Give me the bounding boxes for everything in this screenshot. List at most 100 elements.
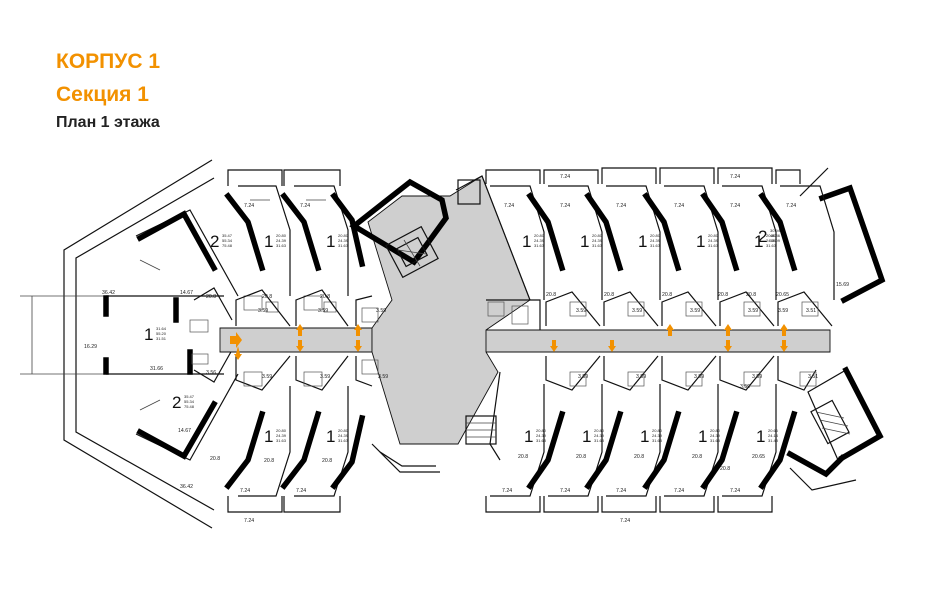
dimension-label: 7.24 bbox=[502, 488, 512, 494]
unit-label: 1 20.80 24.39 31.63 bbox=[580, 232, 603, 251]
unit-area: 20.80 bbox=[534, 233, 545, 238]
unit-label: 1 20.80 24.39 31.63 bbox=[326, 232, 349, 251]
dimension-label: 7.24 bbox=[730, 203, 740, 209]
unit-area: 24.39 bbox=[534, 238, 545, 243]
dimension-label: 3.59 bbox=[636, 374, 646, 380]
unit-rooms: 1 bbox=[524, 427, 533, 446]
dimension-label: 7.24 bbox=[620, 518, 630, 524]
unit-area: 24.39 bbox=[710, 433, 721, 438]
unit-area: 24.39 bbox=[650, 238, 661, 243]
dimension-label: 20.8 bbox=[518, 454, 528, 460]
dimension-label: 3.59 bbox=[576, 308, 586, 314]
unit-label: 1 20.80 24.39 31.63 bbox=[264, 427, 287, 446]
entry-arrows bbox=[230, 324, 788, 360]
dimension-label: 7.24 bbox=[244, 203, 254, 209]
dimension-label: 7.24 bbox=[616, 203, 626, 209]
unit-area: 24.39 bbox=[594, 433, 605, 438]
upper-units-left bbox=[224, 169, 379, 327]
unit-area: 31.63 bbox=[650, 243, 661, 248]
lower-units-left bbox=[224, 355, 379, 513]
unit-rooms: 2 bbox=[758, 227, 767, 246]
dimension-label: 20.8 bbox=[662, 292, 672, 298]
dimension-label: 20.8 bbox=[576, 454, 586, 460]
unit-rooms: 1 bbox=[264, 427, 273, 446]
unit-area: 20.80 bbox=[650, 233, 661, 238]
unit-rooms: 2 bbox=[172, 393, 181, 412]
dimension-label: 3.59 bbox=[578, 374, 588, 380]
dimension-label: 14.67 bbox=[180, 290, 193, 296]
unit-area: 20.80 bbox=[536, 428, 547, 433]
dimension-label: 3.59 bbox=[632, 308, 642, 314]
unit-area: 20.80 bbox=[594, 428, 605, 433]
dimension-label: 3.59 bbox=[262, 374, 272, 380]
dimension-label: 3.59 bbox=[378, 374, 388, 380]
unit-label: 1 20.80 24.39 31.63 bbox=[638, 232, 661, 251]
upper-units-right bbox=[485, 167, 835, 327]
dimension-label: 3.59 bbox=[740, 384, 750, 390]
entry-arrow bbox=[780, 324, 788, 336]
entry-arrow bbox=[354, 324, 362, 336]
dimension-label: 7.24 bbox=[560, 488, 570, 494]
dimension-label: 7.24 bbox=[674, 488, 684, 494]
entry-arrow bbox=[230, 332, 242, 348]
entry-arrow bbox=[354, 340, 362, 352]
dimension-label: 20.8 bbox=[320, 294, 330, 300]
unit-label: 1 20.80 24.39 31.63 bbox=[264, 232, 287, 251]
dimension-label: 3.59 bbox=[778, 308, 788, 314]
dimension-label: 14.67 bbox=[178, 428, 191, 434]
unit-area: 31.63 bbox=[338, 243, 349, 248]
dimension-label: 20.8 bbox=[746, 292, 756, 298]
unit-label: 2 30.94 48.86 58.09 bbox=[758, 227, 781, 246]
unit-area: 31.51 bbox=[156, 336, 167, 341]
unit-area: 24.39 bbox=[338, 238, 349, 243]
dimension-label: 20.8 bbox=[604, 292, 614, 298]
dimension-label: 36.42 bbox=[180, 484, 193, 490]
unit-area: 31.63 bbox=[708, 243, 719, 248]
unit-area: 24.39 bbox=[592, 238, 603, 243]
dimension-label: 20.8 bbox=[264, 458, 274, 464]
dimension-label: 7.24 bbox=[504, 203, 514, 209]
section-title: Секция 1 bbox=[56, 83, 149, 106]
dimension-label: 3.59 bbox=[748, 308, 758, 314]
unit-area: 75.48 bbox=[184, 404, 195, 409]
dimension-label: 20.8 bbox=[322, 458, 332, 464]
entry-arrow bbox=[780, 340, 788, 352]
dimension-label: 7.24 bbox=[786, 203, 796, 209]
unit-area: 35.47 bbox=[222, 233, 233, 238]
unit-label: 2 35.47 55.34 75.48 bbox=[172, 393, 195, 412]
unit-area: 31.63 bbox=[276, 243, 287, 248]
unit-label: 1 20.80 24.39 31.63 bbox=[698, 427, 721, 446]
unit-area: 24.39 bbox=[708, 238, 719, 243]
dimension-label: 7.24 bbox=[730, 488, 740, 494]
end-stair bbox=[786, 366, 884, 491]
unit-rooms: 1 bbox=[756, 427, 765, 446]
building-title: КОРПУС 1 bbox=[56, 50, 160, 73]
unit-rooms: 1 bbox=[696, 232, 705, 251]
dimension-label: 3.51 bbox=[806, 308, 816, 314]
entry-arrow bbox=[666, 324, 674, 336]
lower-units-right bbox=[485, 355, 817, 513]
unit-area: 31.63 bbox=[652, 438, 663, 443]
dimension-label: 20.8 bbox=[262, 294, 272, 300]
left-wing-walls bbox=[103, 209, 239, 461]
entry-arrow bbox=[724, 340, 732, 352]
dimension-label: 36.42 bbox=[102, 290, 115, 296]
unit-rooms: 1 bbox=[326, 427, 335, 446]
unit-label: 1 31.64 55.20 31.51 bbox=[144, 325, 167, 344]
dimension-label: 20.8 bbox=[634, 454, 644, 460]
unit-area: 35.47 bbox=[184, 394, 195, 399]
unit-area: 24.39 bbox=[276, 433, 287, 438]
unit-area: 31.63 bbox=[534, 243, 545, 248]
entry-arrow bbox=[234, 346, 242, 360]
unit-area: 20.66 bbox=[768, 428, 779, 433]
dimension-label: 3.59 bbox=[376, 308, 386, 314]
unit-area: 31.63 bbox=[592, 243, 603, 248]
dimension-label: 7.24 bbox=[616, 488, 626, 494]
dimension-label: 15.69 bbox=[836, 282, 849, 288]
unit-area: 58.09 bbox=[770, 238, 781, 243]
unit-area: 24.39 bbox=[276, 238, 287, 243]
unit-area: 20.80 bbox=[276, 233, 287, 238]
unit-rooms: 1 bbox=[754, 232, 763, 251]
unit-label: 1 20.80 24.39 31.63 bbox=[640, 427, 663, 446]
dimension-label: 20.8 bbox=[692, 454, 702, 460]
